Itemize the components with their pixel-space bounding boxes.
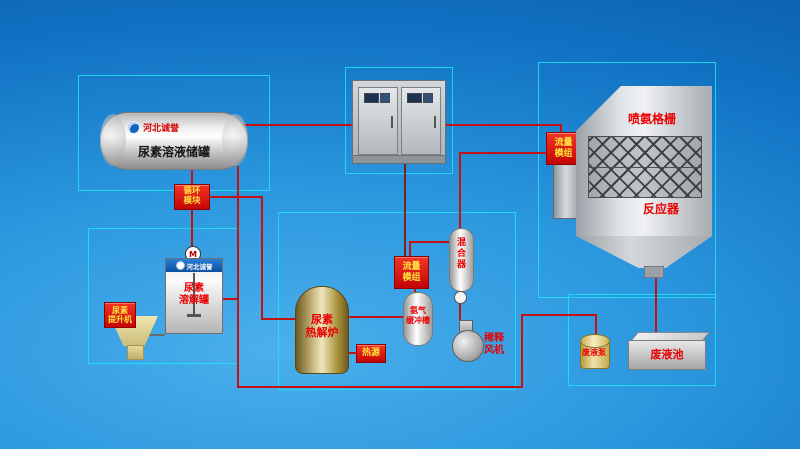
pipe-buffer-flowmodule	[414, 287, 416, 294]
furnace-label: 尿素 热解炉	[305, 313, 339, 340]
waste-pump: 废液泵	[580, 334, 610, 369]
pyrolysis-furnace: 尿素 热解炉	[295, 286, 349, 374]
pipe-bottom-horizontal	[237, 386, 523, 388]
logo-globe-icon	[175, 261, 185, 270]
reactor-label: 反应器	[642, 202, 679, 216]
urea-dissolving-tank: 河北诚誉 尿素 溶解罐	[165, 258, 223, 334]
ammonia-grid-label: 喷氨格栅	[627, 112, 676, 126]
pipe-branch-horizontal	[191, 196, 263, 198]
pipe-cabinet-signal	[404, 162, 406, 257]
pipe-pump-drop	[595, 314, 597, 336]
pipe-fan-to-mixer	[459, 288, 461, 332]
pipe-branch-vertical	[261, 196, 263, 320]
cabinet-screen-icon	[364, 93, 379, 103]
dissolver-logo-text: 河北诚誉	[186, 262, 213, 271]
pipe-cabinet-to-reactor	[444, 124, 562, 126]
pipe-reactor-drop	[560, 124, 562, 134]
zone-waste	[568, 294, 716, 386]
waste-pool-label: 废液池	[650, 348, 684, 361]
pipe-furnace-heat	[347, 352, 357, 354]
tank-endcap-left	[100, 114, 126, 166]
heat-source-tag: 热源	[356, 344, 386, 363]
cabinet-handle-icon	[434, 116, 436, 128]
mixer-valve	[454, 291, 467, 304]
zone-reactor	[538, 62, 716, 298]
pipe-flowmodule-up	[409, 241, 411, 257]
pipe-reactor-drain	[655, 276, 657, 334]
dilution-fan-label: 稀释 风机	[484, 333, 504, 356]
flow-module-tag-1: 流量 模组	[394, 256, 429, 289]
logo-globe-icon	[127, 121, 140, 134]
zone-control-cabinet	[345, 67, 453, 174]
mixer: 混 合 器	[449, 228, 474, 292]
pipe-elevator-feed	[148, 334, 165, 336]
pump-top	[580, 334, 610, 348]
elevator-hopper-stem	[127, 345, 144, 360]
pipe-mixer-to-duct	[459, 152, 547, 154]
pipe-branch-to-furnace	[261, 318, 295, 320]
cabinet-indicator-icon	[423, 93, 433, 103]
pipe-mixer-up	[459, 152, 461, 229]
cabinet-indicator-icon	[380, 93, 390, 103]
dilution-fan	[452, 330, 484, 362]
pipe-storage-to-cabinet	[240, 124, 352, 126]
dissolver-label: 尿素 溶解罐	[179, 283, 209, 306]
pipe-furnace-to-buffer	[347, 316, 403, 318]
ammonia-injection-grid	[588, 136, 702, 198]
cabinet-door-right	[401, 87, 441, 155]
cabinet-base	[353, 155, 445, 163]
cabinet-screen-icon	[407, 93, 422, 103]
waste-pump-label: 废液泵	[582, 348, 606, 357]
control-cabinet	[352, 80, 446, 164]
pipe-dissolver-out	[221, 298, 239, 300]
company-logo: 河北诚誉	[127, 121, 179, 134]
urea-storage-tank: 河北诚誉 尿素溶液储罐	[100, 112, 248, 170]
pipe-waste-horizontal	[521, 314, 597, 316]
pipe-flowmodule-to-mixer	[409, 241, 450, 243]
mixer-label: 混 合 器	[456, 238, 466, 270]
storage-tank-label: 尿素溶液储罐	[137, 145, 210, 159]
flow-module-tag-2: 流量 模组	[546, 132, 581, 165]
cabinet-handle-icon	[391, 116, 393, 128]
pipe-return-vertical	[237, 166, 239, 388]
buffer-tank-label: 氨气 缓冲槽	[406, 306, 430, 325]
grid-divider	[589, 167, 701, 168]
ammonia-buffer-tank: 氨气 缓冲槽	[403, 292, 433, 346]
logo-text: 河北诚誉	[143, 124, 180, 134]
waste-pool: 废液池	[628, 340, 706, 370]
urea-elevator-tag: 尿素 提升机	[104, 302, 136, 328]
dissolver-header: 河北诚誉	[166, 259, 222, 272]
zone-pyrolysis	[278, 212, 516, 390]
cabinet-door-left	[358, 87, 398, 155]
pipe-riser	[521, 314, 523, 388]
reactor-outlet	[644, 266, 664, 278]
tank-endcap-right	[222, 114, 248, 166]
circulation-module-tag: 循环 模块	[174, 184, 210, 210]
agitator-shaft	[187, 273, 201, 317]
